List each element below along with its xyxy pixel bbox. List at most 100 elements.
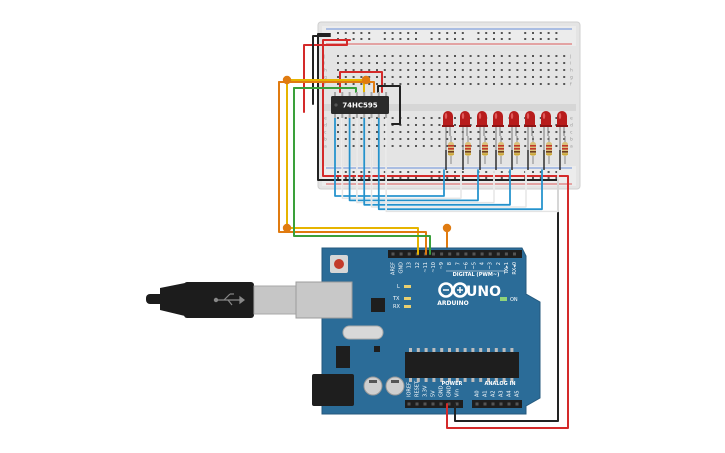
rail-hole [477, 38, 480, 40]
breadboard-hole [352, 117, 355, 119]
breadboard-hole [454, 55, 456, 57]
led-body [460, 111, 470, 126]
ic-pin [348, 114, 351, 118]
breadboard-hole [555, 138, 558, 140]
rail-hole [383, 32, 386, 34]
breadboard-hole [360, 69, 363, 71]
breadboard-hole [485, 55, 488, 57]
wire-edge [349, 117, 479, 201]
mcu-pin [487, 378, 490, 382]
breadboard-hole [360, 138, 363, 140]
rail-hole [508, 38, 511, 40]
breadboard-hole [454, 117, 456, 119]
breadboard-hole [493, 83, 495, 85]
breadboard-hole [376, 55, 378, 57]
ic-pin [370, 92, 373, 96]
breadboard-hole [415, 145, 417, 147]
breadboard-hole [539, 76, 542, 78]
junction-dot [282, 75, 292, 85]
led-body [493, 111, 503, 126]
led-rim [524, 125, 536, 127]
rail-hole [539, 32, 542, 34]
header-hole [480, 252, 484, 256]
header-hole [439, 402, 443, 406]
resistor-band [562, 148, 568, 150]
rail-hole [337, 32, 339, 34]
voltage-regulator [336, 346, 350, 368]
rail-hole [430, 177, 433, 179]
usb-cable-boot [160, 283, 185, 316]
breadboard-hole [454, 131, 456, 133]
resistor-band [448, 153, 454, 155]
rail-hole [438, 177, 441, 179]
wire-tails [417, 247, 456, 415]
breadboard-hole [469, 55, 472, 57]
rail-hole [383, 38, 386, 40]
row-letter: e [324, 117, 327, 122]
mcu-pin [502, 348, 506, 352]
breadboard-hole [547, 55, 550, 57]
rail-hole [352, 32, 355, 34]
digital-pin-label: 12 [415, 262, 421, 268]
breadboard-hole [383, 69, 386, 71]
led-on-label: ON [510, 297, 518, 303]
breadboard-hole [563, 83, 566, 85]
breadboard-hole [430, 83, 433, 85]
breadboard-hole [477, 62, 480, 64]
digital-pin-label: 2 [496, 262, 502, 265]
header-hole [464, 252, 468, 256]
led-rim [459, 125, 471, 127]
breadboard-hole [344, 117, 347, 119]
mcu-pin [479, 378, 483, 382]
capacitor [363, 376, 383, 396]
led-rim [476, 125, 488, 127]
breadboard-hole [391, 62, 394, 64]
power-pin-label: 5V [431, 390, 437, 397]
breadboard-hole [555, 117, 558, 119]
breadboard-hole [555, 145, 558, 147]
mcu-pin [487, 348, 490, 352]
resistor-band [514, 148, 520, 150]
rail-hole [485, 171, 488, 173]
rail-hole [454, 177, 456, 179]
breadboard-hole [539, 145, 542, 147]
shift-register-ic[interactable]: 74HC595 [331, 92, 389, 118]
header-hole [499, 402, 503, 406]
breadboard-hole [524, 55, 527, 57]
breadboard-hole [344, 69, 347, 71]
breadboard-hole [391, 55, 394, 57]
breadboard-hole [415, 62, 417, 64]
resistor-band [530, 151, 536, 153]
led-array [442, 111, 568, 170]
breadboard-hole [352, 145, 355, 147]
row-letter: j [569, 54, 571, 60]
arduino-model: UNO [466, 284, 501, 300]
mcu-pin [502, 378, 506, 382]
rail-hole [500, 38, 503, 40]
ic-body [331, 96, 389, 114]
breadboard-hole [422, 62, 425, 64]
rail-hole [438, 171, 441, 173]
reset-button[interactable] [334, 259, 344, 269]
header-hole [431, 402, 435, 406]
rail-hole [438, 38, 441, 40]
resistor-band [562, 151, 568, 153]
led-l-label: L [397, 284, 400, 290]
rail-hole [368, 32, 371, 34]
led-highlight [478, 113, 482, 119]
capacitor-mark [369, 380, 377, 383]
breadboard-hole [508, 76, 511, 78]
rail-hole [368, 177, 371, 179]
header-hole [415, 402, 419, 406]
breadboard-hole [539, 131, 542, 133]
wire-red-rail-jumper [303, 39, 348, 113]
breadboard-hole [438, 124, 441, 126]
breadboard-hole [391, 69, 394, 71]
breadboard-hole [555, 76, 558, 78]
breadboard-hole [454, 124, 456, 126]
header-hole [455, 402, 459, 406]
breadboard-hole [422, 138, 425, 140]
breadboard-hole [539, 117, 542, 119]
